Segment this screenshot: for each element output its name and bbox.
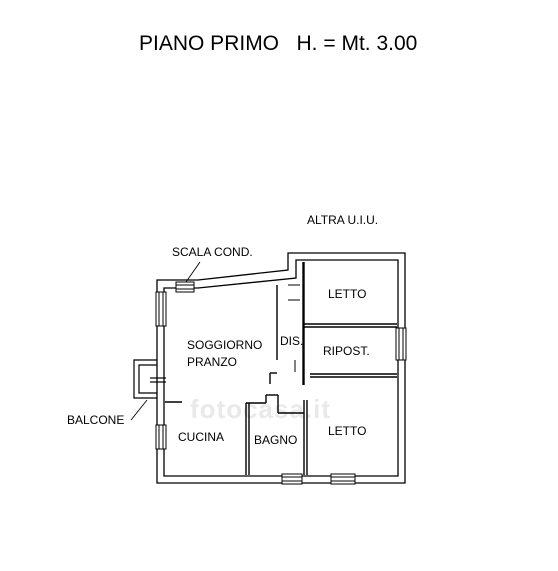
window-right xyxy=(395,327,407,361)
room-ripostiglio: RIPOST. xyxy=(323,344,370,358)
room-soggiorno: SOGGIORNO xyxy=(187,338,262,352)
window-bottom-bagno xyxy=(281,473,303,485)
balcony xyxy=(133,359,166,399)
label-balcone: BALCONE xyxy=(67,413,124,427)
scala-leader xyxy=(185,261,201,283)
plan-title: PIANO PRIMO H. = Mt. 3.00 xyxy=(139,32,417,55)
room-bagno: BAGNO xyxy=(254,433,297,447)
label-scala-cond: SCALA COND. xyxy=(172,245,253,259)
room-pranzo: PRANZO xyxy=(187,355,237,369)
room-letto-2: LETTO xyxy=(328,424,366,438)
room-cucina: CUCINA xyxy=(178,430,224,444)
door-marks xyxy=(288,284,300,372)
window-bottom-letto xyxy=(330,473,356,485)
label-altra-uiu: ALTRA U.I.U. xyxy=(307,213,378,227)
interior-walls xyxy=(165,262,397,475)
room-disimpegno: DIS. xyxy=(280,334,303,348)
room-letto-1: LETTO xyxy=(328,287,366,301)
window-left-upper xyxy=(155,291,167,327)
entrance-door xyxy=(175,281,195,293)
watermark-text: fotocasa.it xyxy=(190,394,331,424)
balcone-leader xyxy=(130,399,148,421)
window-left-lower xyxy=(155,424,167,450)
windows xyxy=(155,281,407,485)
